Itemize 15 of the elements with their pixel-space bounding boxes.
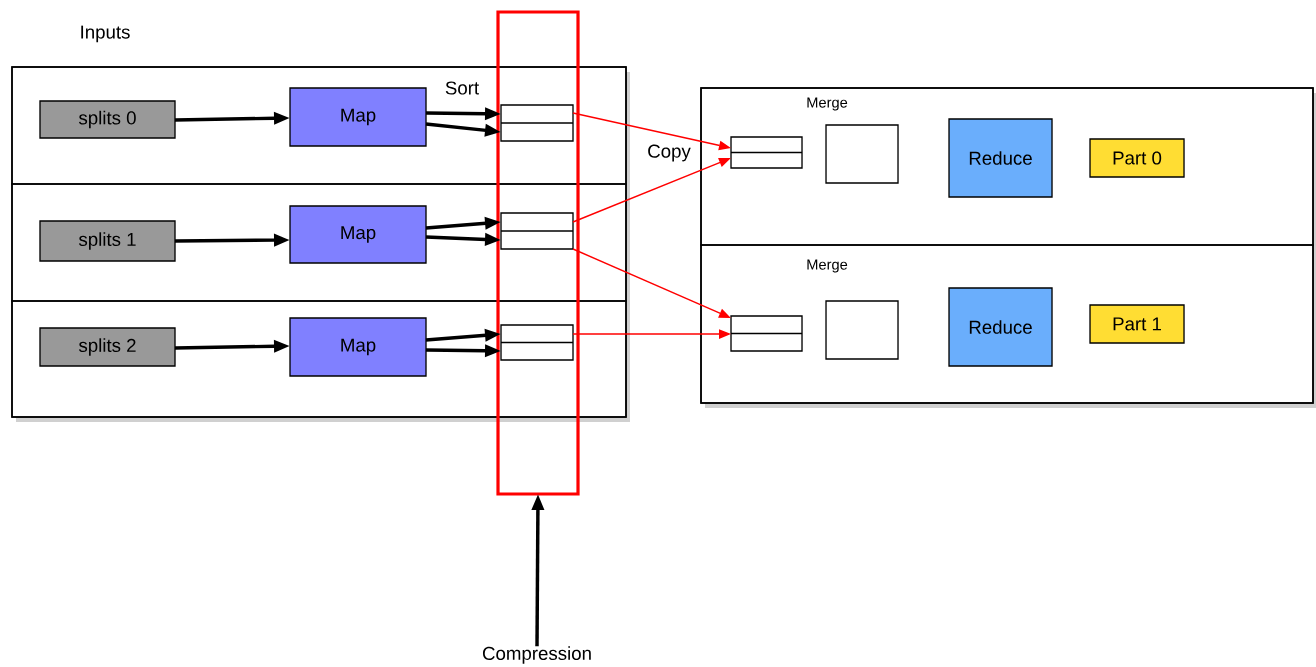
output-box: Part 0 [1089, 138, 1185, 178]
buffer-box [730, 136, 803, 169]
label-text: Copy [648, 144, 691, 162]
buffer-box [730, 315, 803, 352]
row-band [700, 87, 1314, 246]
reduce-box: Reduce [948, 287, 1053, 367]
label-text: Merge [807, 97, 848, 111]
merge-box [825, 300, 899, 360]
panel-heading: Inputs [81, 25, 130, 43]
output-box: Part 1 [1089, 304, 1185, 344]
caption-text: Compression [482, 646, 591, 664]
reduce-box: Reduce [948, 118, 1053, 198]
row-band [700, 244, 1314, 404]
merge-box [825, 124, 899, 184]
label-text: Merge [807, 259, 848, 273]
